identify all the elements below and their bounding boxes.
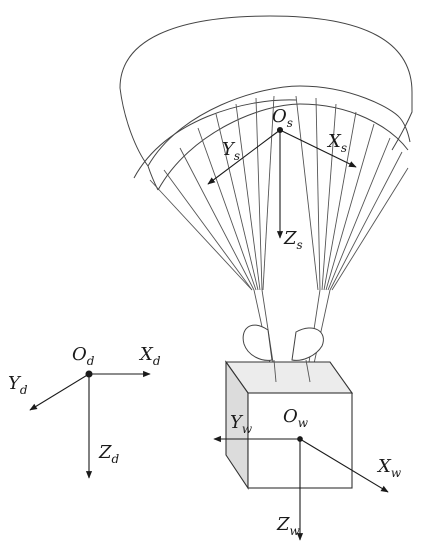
canopy-lower-edge <box>133 99 297 179</box>
canopy-left-side <box>119 87 159 191</box>
payload-y-label: Yw <box>230 412 253 436</box>
payload-x-label: Xw <box>376 456 402 480</box>
canopy-leading-edge-inner <box>157 103 409 191</box>
canopy-frame <box>207 126 357 239</box>
right-control-lobe <box>291 327 324 361</box>
canopy-z-label: Zs <box>283 228 303 252</box>
canopy-x-label: Xs <box>326 131 347 155</box>
canopy-origin-label: Os <box>272 106 293 130</box>
control-lobes <box>242 324 324 361</box>
reference-origin-label: Od <box>72 344 95 368</box>
riser-attachments <box>273 359 311 383</box>
payload-frame <box>213 435 389 541</box>
parafoil-canopy <box>119 15 413 191</box>
canopy-right-side <box>391 92 413 151</box>
left-control-lobe <box>242 324 273 361</box>
reference-z-label: Zd <box>98 442 120 466</box>
reference-y-axis <box>29 373 90 411</box>
payload-x-axis <box>299 438 389 493</box>
canopy-y-label: Ys <box>222 139 240 163</box>
reference-y-label: Yd <box>8 373 28 397</box>
payload-z-label: Zw <box>276 514 301 538</box>
payload-origin-label: Ow <box>283 406 309 430</box>
canopy-x-axis <box>279 129 357 168</box>
suspension-lines <box>149 95 409 383</box>
reference-x-label: Xd <box>138 344 161 368</box>
canopy-leading-edge-outer <box>147 85 411 167</box>
canopy-top-rim <box>119 15 413 93</box>
reference-frame <box>29 370 151 479</box>
canopy-y-axis <box>207 129 281 185</box>
